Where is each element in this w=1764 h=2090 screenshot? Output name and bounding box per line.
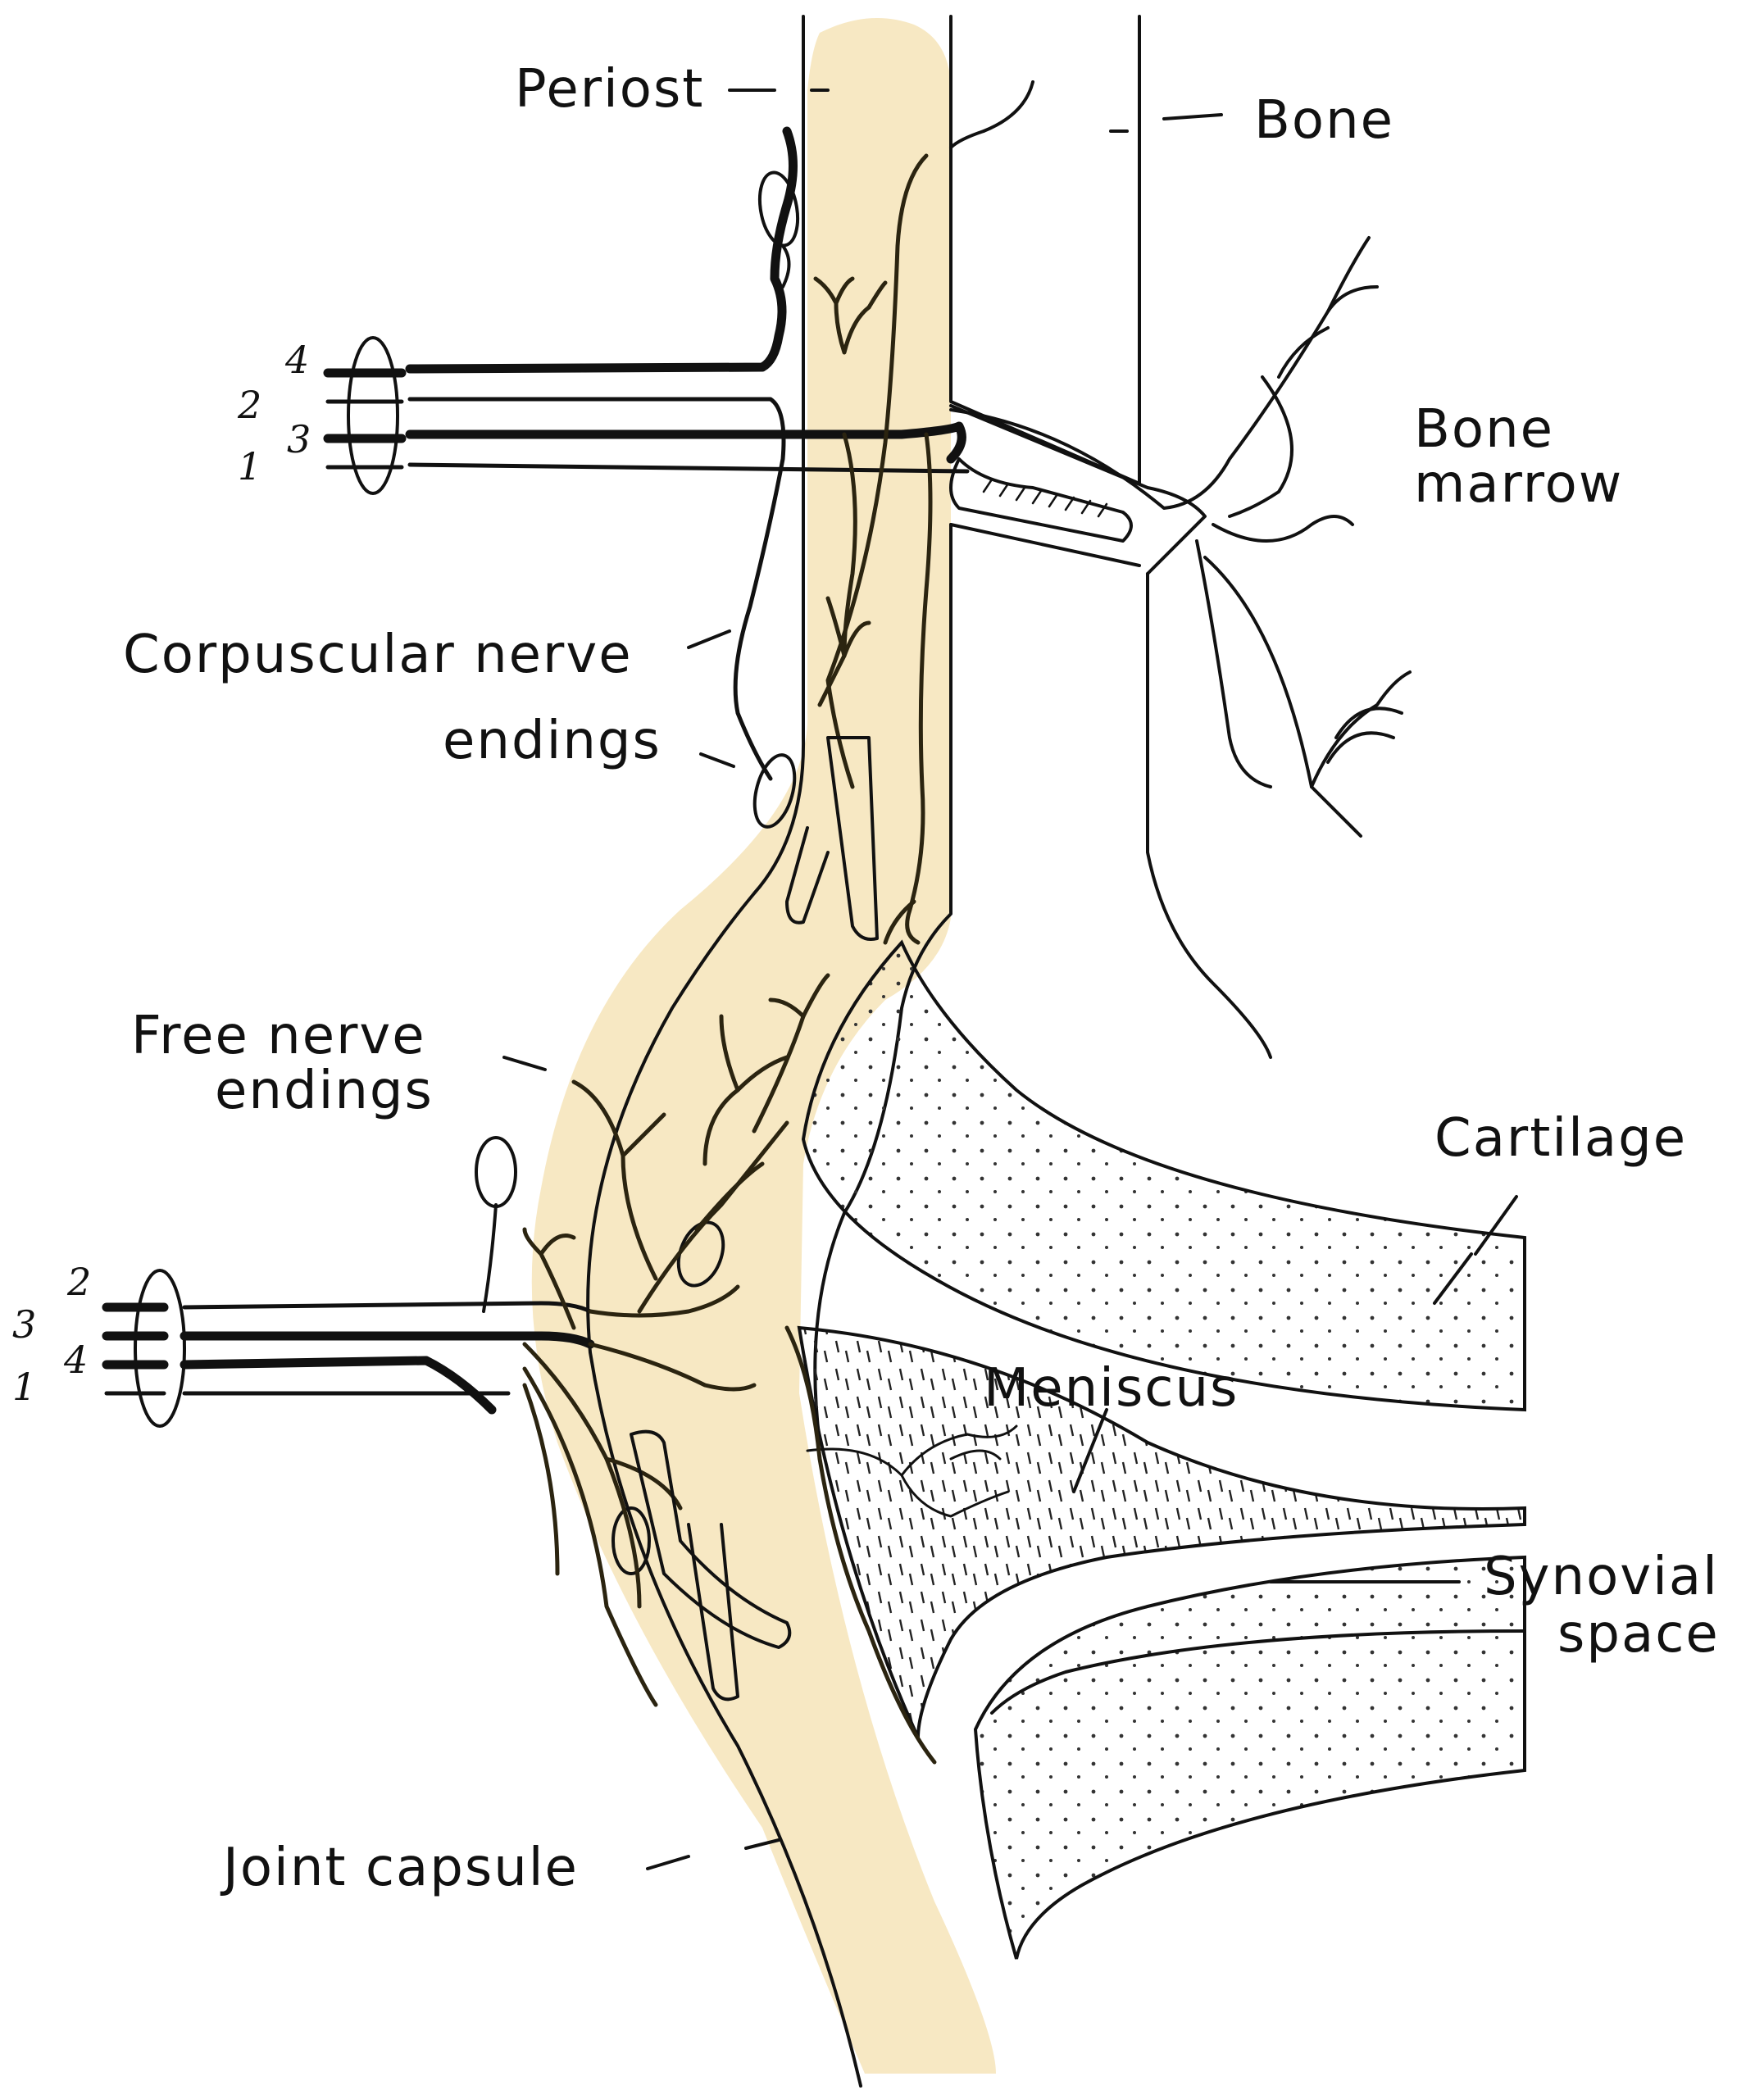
label-free-nerve-line1: Free nerve: [131, 1006, 426, 1066]
lower-fiber-numbers: 2 3 4 1: [12, 1260, 91, 1409]
upper-fiber-numbers: 4 2 3 1: [237, 338, 311, 488]
label-bone-marrow-line1: Bone: [1414, 399, 1554, 460]
fiber-num-4-lower: 4: [63, 1338, 88, 1382]
marrow-nerve-branches: [951, 82, 1410, 836]
fiber-num-4-upper: 4: [284, 338, 309, 382]
bone-marrow-canal: [951, 406, 1205, 574]
fiber-num-1-upper: 1: [238, 444, 261, 488]
fiber-num-2-upper: 2: [237, 383, 261, 427]
label-joint-capsule: Joint capsule: [220, 1838, 579, 1898]
label-synovial-line1: Synovial: [1484, 1547, 1719, 1607]
fiber-num-3-lower: 3: [12, 1302, 36, 1347]
label-meniscus: Meniscus: [984, 1358, 1239, 1419]
label-free-nerve-line2: endings: [215, 1061, 434, 1121]
label-bone: Bone: [1254, 90, 1394, 151]
label-periost: Periost: [515, 59, 704, 120]
label-synovial-line2: space: [1557, 1604, 1720, 1665]
fiber-num-1-lower: 1: [12, 1365, 36, 1409]
lower-nerve-bundle: [107, 1270, 590, 1426]
cartilage-upper: [803, 943, 1525, 1410]
label-cartilage: Cartilage: [1434, 1108, 1687, 1169]
label-corpuscular-line1: Corpuscular nerve: [123, 625, 633, 685]
label-bone-marrow-line2: marrow: [1414, 454, 1623, 515]
lower-bundle-cut: [135, 1270, 184, 1426]
upper-bundle-cut: [348, 338, 398, 493]
label-corpuscular-line2: endings: [443, 711, 662, 771]
fiber-num-3-upper: 3: [287, 417, 311, 461]
cartilage-lower: [975, 1557, 1525, 1959]
fiber-num-2-lower: 2: [66, 1260, 91, 1304]
